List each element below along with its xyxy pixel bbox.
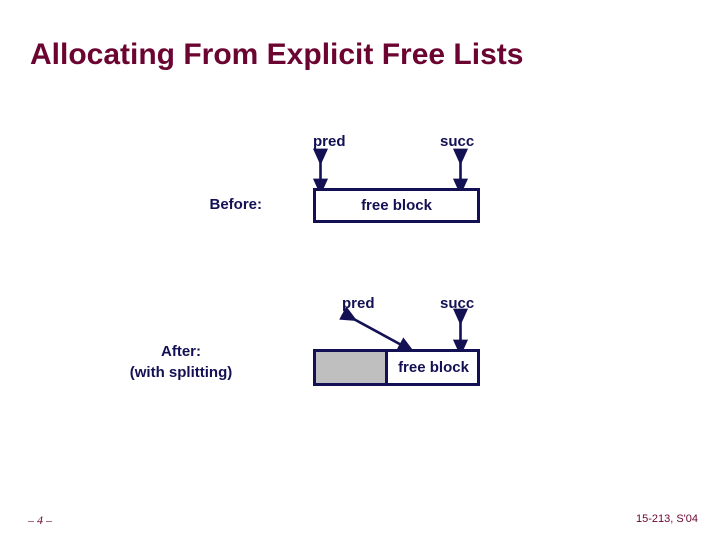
after-succ-label: succ [440,295,475,312]
before-caption: Before: [209,196,262,213]
after-pred-label: pred [342,295,375,312]
after-caption-line2: (with splitting) [129,364,233,381]
page-number: – 4 – [28,513,52,527]
before-succ-label: succ [440,133,475,150]
after-pred-arrow [339,306,415,352]
after-caption: After: (with splitting) [100,341,262,383]
before-block-label: free block [361,197,432,214]
after-allocated-half [316,352,388,383]
course-id: 15-213, S'04 [635,513,698,525]
after-caption-line1: After: [161,343,201,360]
after-free-half [388,352,477,383]
before-pred-label: pred [313,133,346,150]
page-title: Allocating From Explicit Free Lists [30,38,524,71]
after-split-block-box: free block [313,349,480,386]
after-block-label: free block [398,359,469,376]
before-free-block-box: free block [313,188,480,223]
